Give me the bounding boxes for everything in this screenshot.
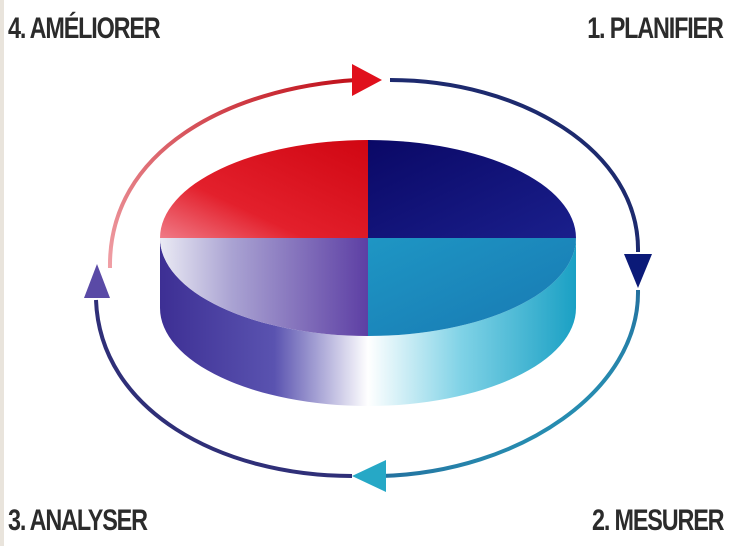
quadrant-improve — [160, 140, 368, 238]
arrowhead-to-analyze-icon — [352, 460, 386, 492]
step-plan-label: 1. PLANIFIER — [588, 14, 723, 44]
quadrant-plan — [368, 140, 576, 238]
step-improve-label: 4. AMÉLIORER — [8, 14, 160, 44]
step-analyze-label: 3. ANALYSER — [8, 506, 147, 536]
arrowhead-to-improve-icon — [84, 264, 110, 298]
arrowhead-to-plan-icon — [352, 64, 382, 96]
step-measure-label: 2. MESURER — [592, 506, 723, 536]
arrowhead-to-measure-icon — [624, 254, 652, 288]
